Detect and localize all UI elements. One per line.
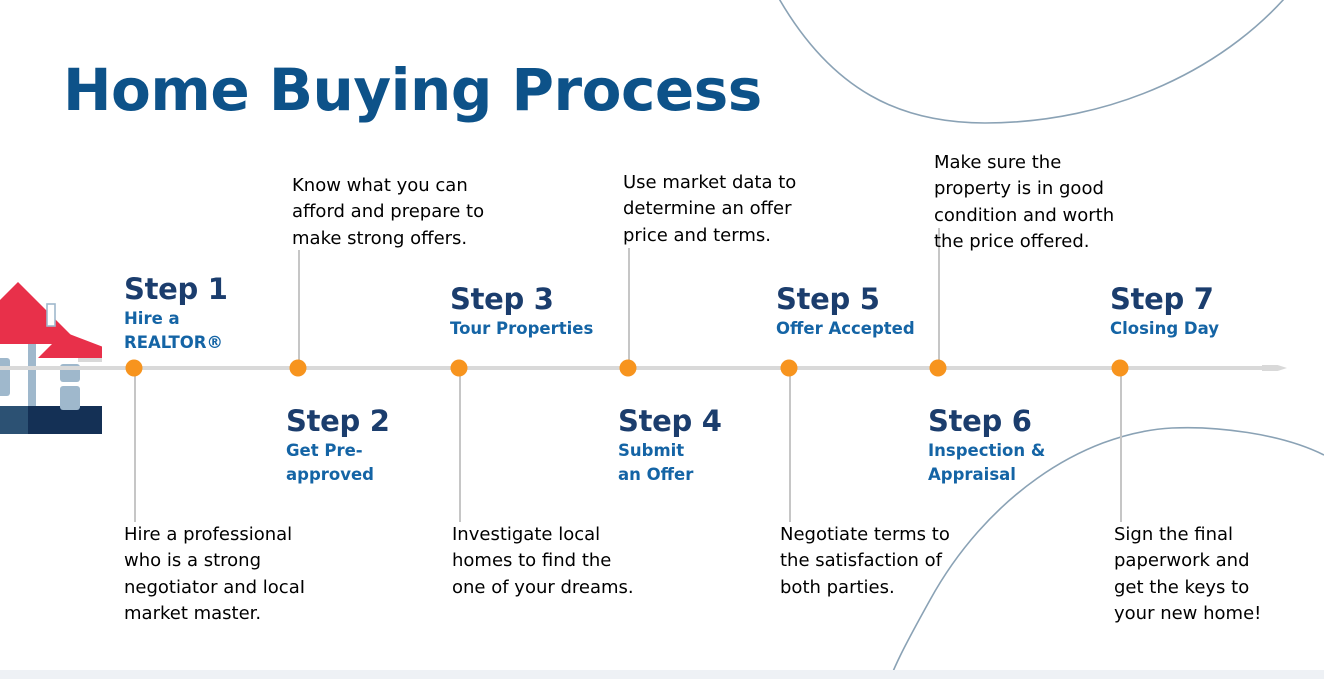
connector-step-3 [459,374,461,522]
timeline-dot-step-3[interactable] [450,359,468,377]
step-description-7: Sign the final paperwork and get the key… [1114,522,1324,627]
desc-line: Use market data to [623,172,797,193]
step-title-1: Hire a REALTOR® [124,307,324,355]
bottom-strip [0,670,1324,679]
step-title-4: Submit an Offer [618,439,818,487]
desc-line: the satisfaction of [780,550,942,572]
desc-line: paperwork and [1114,550,1250,572]
desc-line: determine an offer [623,198,792,220]
timeline-dot-step-7[interactable] [1111,359,1129,377]
step-title-3: Tour Properties [450,317,650,341]
connector-step-6 [938,228,940,368]
desc-line: your new home! [1114,602,1262,624]
timeline-dot-step-6[interactable] [929,359,947,377]
step-title-line: Offer Accepted [776,319,915,339]
top-right-arc [778,0,1285,124]
step-title-line: Tour Properties [450,319,594,339]
step-title-line: Get Pre- [286,441,363,461]
desc-line: Know what you can [292,175,468,196]
desc-line: Negotiate terms to [780,524,950,545]
desc-line: Hire a professional [124,524,293,545]
desc-line: get the keys to [1114,576,1250,598]
step-block-5[interactable]: Step 5 Offer Accepted [776,282,976,341]
desc-line: negotiator and locaI [124,576,306,598]
step-block-4[interactable]: Step 4 Submit an Offer [618,404,818,487]
step-title-2: Get Pre- approved [286,439,486,487]
house-icon [0,282,102,434]
connector-step-1 [134,374,136,522]
step-block-1[interactable]: Step 1 Hire a REALTOR® [124,272,324,355]
step-title-line: Closing Day [1110,319,1219,339]
connector-step-2 [298,250,300,368]
desc-line: property is in good [934,178,1104,200]
desc-line: both parties. [780,576,895,598]
step-title-7: Closing Day [1110,317,1310,341]
step-number-3: Step 3 [450,282,554,316]
step-number-6: Step 6 [928,404,1032,438]
timeline-dot-step-2[interactable] [289,359,307,377]
timeline-dot-step-5[interactable] [780,359,798,377]
step-title-line: Inspection & [928,441,1046,461]
desc-line: Investigate local [452,524,601,545]
desc-line: price and terms. [623,224,771,246]
desc-line: Sign the final [1114,524,1234,545]
step-title-line: approved [286,465,374,485]
step-title-6: Inspection & Appraisal [928,439,1128,487]
step-description-4: Use market data to determine an offer pr… [623,170,838,249]
desc-line: one of your dreams. [452,576,634,598]
timeline-dot-step-1[interactable] [125,359,143,377]
desc-line: homes to find the [452,550,612,572]
step-description-3: Investigate local homes to find the one … [452,522,667,601]
timeline-dot-step-4[interactable] [619,359,637,377]
connector-step-5 [789,374,791,522]
step-title-line: Hire a [124,309,180,329]
step-block-7[interactable]: Step 7 Closing Day [1110,282,1310,341]
arrow-right-icon [1262,365,1287,371]
desc-line: Make sure the [934,152,1062,173]
step-title-line: Appraisal [928,465,1016,485]
desc-line: the price offered. [934,230,1090,252]
step-description-5: Negotiate terms to the satisfaction of b… [780,522,995,601]
step-number-5: Step 5 [776,282,880,316]
step-title-5: Offer Accepted [776,317,976,341]
step-block-6[interactable]: Step 6 Inspection & Appraisal [928,404,1128,487]
step-title-line: REALTOR® [124,333,224,353]
step-block-3[interactable]: Step 3 Tour Properties [450,282,650,341]
desc-line: afford and prepare to [292,201,485,223]
step-description-1: Hire a professional who is a strong nego… [124,522,339,627]
step-number-7: Step 7 [1110,282,1214,316]
connector-step-4 [628,248,630,368]
desc-line: who is a strong [124,550,262,572]
desc-line: condition and worth [934,204,1115,226]
step-number-2: Step 2 [286,404,390,438]
step-title-line: an Offer [618,465,694,485]
step-title-line: Submit [618,441,685,461]
step-number-1: Step 1 [124,272,228,306]
desc-line: make strong offers. [292,227,468,249]
step-description-2: Know what you can afford and prepare to … [292,173,507,252]
desc-line: market master. [124,602,262,624]
connector-step-7 [1120,374,1122,522]
step-description-6: Make sure the property is in good condit… [934,150,1149,255]
timeline-axis [0,365,1287,371]
step-block-2[interactable]: Step 2 Get Pre- approved [286,404,486,487]
page-title: Home Buying Process [63,56,762,124]
step-number-4: Step 4 [618,404,722,438]
